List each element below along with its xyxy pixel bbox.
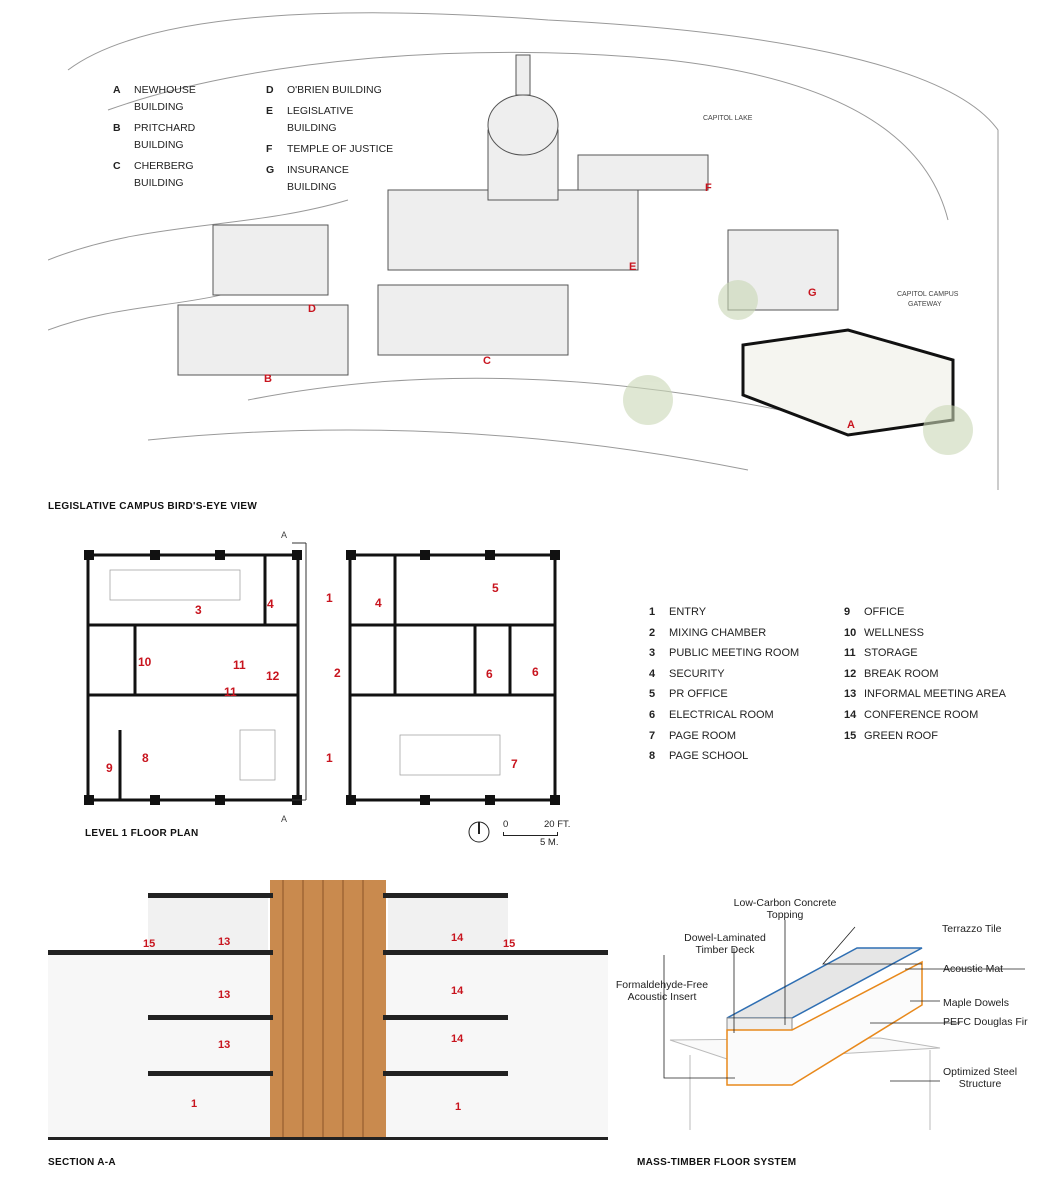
section-mark-top: A xyxy=(281,530,288,540)
scale-m: 5 M. xyxy=(540,837,559,848)
section-mark-bottom: A xyxy=(281,814,288,824)
marker-c: C xyxy=(483,355,491,367)
label-capitol-lake: CAPITOL LAKE xyxy=(703,115,753,122)
section-room-13-top: 13 xyxy=(218,936,231,948)
section-drawing xyxy=(48,875,608,1140)
room-1-top: 1 xyxy=(326,591,333,605)
section-room-1-left: 1 xyxy=(191,1098,198,1110)
section-caption: SECTION A-A xyxy=(48,1157,116,1168)
floor-system-drawing xyxy=(663,920,1025,1130)
room-9: 9 xyxy=(106,761,113,775)
section-room-14-mid: 14 xyxy=(451,985,464,997)
room-12: 12 xyxy=(266,669,280,683)
scale-ft: 20 FT. xyxy=(544,819,571,830)
marker-g: G xyxy=(808,287,817,299)
north-arrow-icon xyxy=(468,821,490,843)
room-11-b: 11 xyxy=(224,685,237,699)
label-steel-structure: Optimized Steel Structure xyxy=(942,1066,1018,1090)
room-1-bottom: 1 xyxy=(326,751,333,765)
section-room-13-low: 13 xyxy=(218,1039,231,1051)
room-10: 10 xyxy=(138,655,152,669)
marker-f: F xyxy=(705,182,712,194)
room-6-b: 6 xyxy=(532,665,539,679)
room-8: 8 xyxy=(142,751,149,765)
aerial-sketch xyxy=(48,12,999,490)
section-room-15-left: 15 xyxy=(143,938,156,950)
marker-a: A xyxy=(847,419,855,431)
marker-d: D xyxy=(308,303,316,315)
section-room-14-top: 14 xyxy=(451,932,464,944)
marker-b: B xyxy=(264,373,272,385)
room-3: 3 xyxy=(195,603,202,617)
label-acoustic-insert: Formaldehyde-Free Acoustic Insert xyxy=(615,979,709,1003)
section-room-13-mid: 13 xyxy=(218,989,231,1001)
room-5: 5 xyxy=(492,581,499,595)
label-maple-dowels: Maple Dowels xyxy=(943,997,1009,1009)
section-room-14-low: 14 xyxy=(451,1033,464,1045)
label-low-carbon-topping: Low-Carbon Concrete Topping xyxy=(733,897,837,921)
label-gateway-2: GATEWAY xyxy=(908,301,942,308)
room-7: 7 xyxy=(511,757,518,771)
aerial-caption: LEGISLATIVE CAMPUS BIRD'S-EYE VIEW xyxy=(48,501,258,512)
room-6-a: 6 xyxy=(486,667,493,681)
section-room-15-right: 15 xyxy=(503,938,516,950)
label-douglas-fir: PEFC Douglas Fir xyxy=(943,1016,1028,1028)
room-2: 2 xyxy=(334,666,341,680)
label-terrazzo-tile: Terrazzo Tile xyxy=(942,923,1002,935)
scale-bar xyxy=(503,832,558,836)
room-4-right: 4 xyxy=(375,596,382,610)
floor-system-caption: MASS-TIMBER FLOOR SYSTEM xyxy=(637,1157,797,1168)
label-acoustic-mat: Acoustic Mat xyxy=(943,963,1004,975)
room-11-a: 11 xyxy=(233,658,246,672)
room-4-left: 4 xyxy=(267,597,274,611)
plan-caption: LEVEL 1 FLOOR PLAN xyxy=(85,828,199,839)
label-dlt-deck: Dowel-Laminated Timber Deck xyxy=(684,932,766,956)
label-gateway-1: CAPITOL CAMPUS xyxy=(897,291,959,298)
floor-plan-drawing xyxy=(84,542,560,805)
scale-zero: 0 xyxy=(503,819,509,830)
marker-e: E xyxy=(629,261,637,273)
section-room-1-right: 1 xyxy=(455,1101,462,1113)
